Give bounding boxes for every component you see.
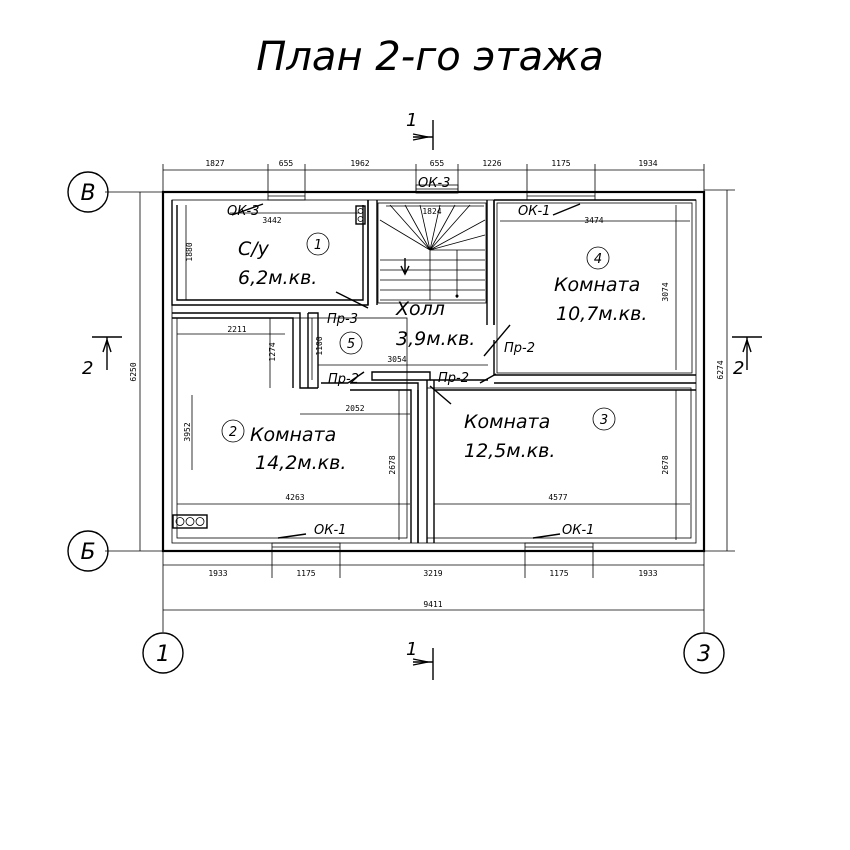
dim-top-3: 1962 (350, 159, 369, 168)
dim-bottom-1: 1933 (208, 569, 227, 578)
section-right-number: 2 (733, 358, 744, 379)
room-1-marker (306, 232, 330, 256)
dim-room2-notch: 1274 (268, 342, 277, 361)
label-pr3: Пр-3 (327, 312, 358, 327)
dim-room2-right-h: 2678 (388, 455, 397, 474)
section-marker-right: 2 (732, 336, 762, 379)
dim-hall-w: 3054 (387, 355, 406, 364)
axis-marker-top-left: В (67, 171, 109, 213)
dimension-labels-top: 1827 655 1962 655 1226 1175 1934 (205, 159, 657, 168)
room-2-label: 2 Комната 14,2м.кв. (221, 419, 346, 474)
axis-marker-bottom-left: Б (67, 530, 109, 572)
label-pr2-right: Пр-2 (504, 341, 535, 356)
room-2-name: Комната (250, 424, 336, 446)
room-5-number: 5 (347, 337, 355, 352)
room-3-marker (592, 407, 616, 431)
section-marker-bottom: 1 (406, 639, 434, 680)
axis-marker-bottom-1: 1 (142, 632, 184, 674)
dim-room2-height: 3952 (183, 422, 192, 441)
section-marker-top: 1 (406, 110, 434, 150)
axis-label-v: В (80, 181, 95, 206)
dim-top-2: 655 (279, 159, 294, 168)
dim-wc-width: 3442 (262, 216, 281, 225)
axis-label-1: 1 (156, 642, 170, 667)
doors (231, 203, 581, 539)
dim-bottom-4: 1175 (549, 569, 568, 578)
dim-room2-width: 4263 (285, 493, 304, 502)
dim-top-4: 655 (430, 159, 445, 168)
room-1-area: 6,2м.кв. (238, 267, 317, 289)
section-top-number: 1 (406, 110, 417, 131)
section-marker-left: 2 (82, 336, 122, 379)
room-5-name: Холл (395, 298, 445, 320)
room-4-label: 4 Комната 10,7м.кв. (554, 246, 647, 325)
room-2-number: 2 (229, 425, 237, 440)
dim-room4-height: 3074 (661, 282, 670, 301)
room-5-marker (339, 331, 363, 355)
dim-bottom-3: 3219 (423, 569, 442, 578)
dim-bottom-5: 1933 (638, 569, 657, 578)
dim-top-6: 1175 (551, 159, 570, 168)
inner-dimension-lines (177, 205, 690, 540)
toilet-icon (355, 205, 366, 225)
room-3-area: 12,5м.кв. (464, 440, 555, 462)
staircase (379, 204, 486, 301)
room-4-number: 4 (594, 252, 602, 267)
dimension-labels-inner: 3442 1824 3474 1880 3074 2211 1274 1100 … (183, 207, 670, 502)
room-5-label: Холл 5 3,9м.кв. (339, 298, 475, 355)
room-3-number: 3 (600, 413, 608, 428)
section-bottom-number: 1 (406, 639, 417, 660)
stove-icon (172, 514, 208, 529)
label-ok1-top-right: ОК-1 (518, 204, 550, 219)
dimension-labels-bottom: 1933 1175 3219 1175 1933 9411 (208, 569, 657, 609)
dim-room2-inner-w: 2052 (345, 404, 364, 413)
room-2-marker (221, 419, 245, 443)
label-ok1-bottom-right: ОК-1 (562, 523, 594, 538)
dim-bottom-2: 1175 (296, 569, 315, 578)
label-pr2-center: Пр-2 (438, 371, 469, 386)
dim-hall-h: 1100 (315, 336, 324, 355)
axis-marker-bottom-3: 3 (683, 632, 725, 674)
interior-walls (171, 199, 696, 543)
plan-title: План 2-го этажа (256, 34, 603, 80)
axis-label-b: Б (80, 540, 95, 565)
dim-left-overall: 6250 (129, 362, 138, 381)
room-1-name: С/у (238, 238, 270, 260)
dim-room3-height: 2678 (661, 455, 670, 474)
dimension-lines (105, 164, 735, 632)
dim-room3-width: 4577 (548, 493, 567, 502)
label-ok1-bottom-left: ОК-1 (314, 523, 346, 538)
room-1-number: 1 (314, 238, 322, 253)
dim-top-5: 1226 (482, 159, 501, 168)
label-ok3-top: ОК-3 (418, 176, 450, 191)
dim-room4-width: 3474 (584, 216, 603, 225)
room-4-name: Комната (554, 274, 640, 296)
dim-room2-top: 2211 (227, 325, 246, 334)
room-4-area: 10,7м.кв. (556, 303, 647, 325)
dim-right-overall: 6274 (716, 360, 725, 379)
room-5-area: 3,9м.кв. (396, 328, 475, 350)
section-left-number: 2 (82, 358, 93, 379)
room-3-label: Комната 3 12,5м.кв. (464, 407, 616, 462)
room-3-name: Комната (464, 411, 550, 433)
room-4-marker (586, 246, 610, 270)
opening-labels: ОК-3 ОК-3 ОК-1 ОК-1 ОК-1 Пр-3 Пр-2 Пр-2 … (227, 176, 594, 538)
dim-stair-width: 1824 (422, 207, 441, 216)
dim-top-7: 1934 (638, 159, 657, 168)
room-2-area: 14,2м.кв. (255, 452, 346, 474)
axis-label-3: 3 (697, 642, 711, 667)
label-ok3-left: ОК-3 (227, 204, 259, 219)
room-1-label: С/у 1 6,2м.кв. (238, 232, 330, 289)
dim-overall-width: 9411 (423, 600, 442, 609)
dim-wc-height: 1880 (185, 242, 194, 261)
dim-top-1: 1827 (205, 159, 224, 168)
label-pr2-left: Пр-2 (328, 372, 359, 387)
